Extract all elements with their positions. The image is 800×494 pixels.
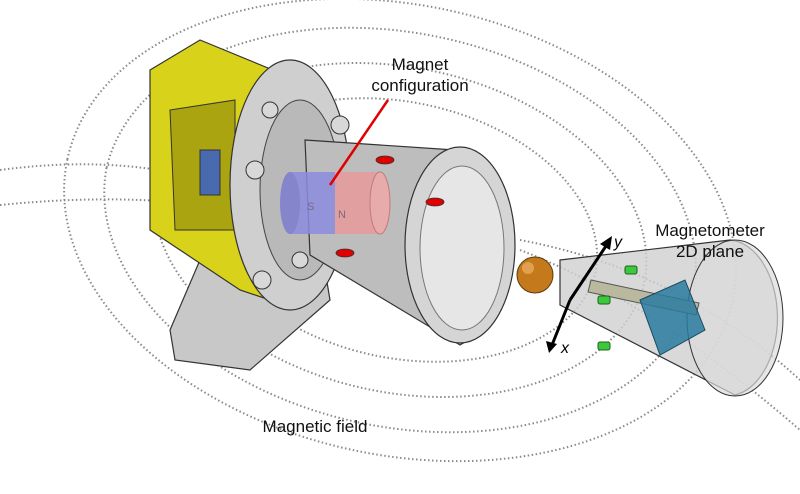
axis-y-label: y	[614, 234, 622, 251]
magnetometer-label: Magnetometer 2D plane	[650, 220, 770, 262]
magnetometer-label-line1: Magnetometer	[655, 221, 765, 240]
magnetic-field-label: Magnetic field	[262, 417, 368, 436]
sensor-plane	[639, 279, 706, 356]
pole-n-label: N	[338, 209, 346, 221]
axes	[546, 236, 612, 353]
magnet-label-line1: Magnet	[391, 55, 449, 74]
leds	[597, 265, 638, 351]
magnet-label-line2: configuration	[371, 76, 469, 95]
pole-s-label: S	[307, 201, 314, 213]
red-markers	[335, 155, 445, 258]
magnet	[280, 171, 391, 235]
magnetometer-label-line2: 2D plane	[675, 242, 745, 261]
orange-sphere	[516, 256, 554, 294]
axis-x-label: x	[561, 340, 569, 357]
bolts	[245, 101, 350, 290]
pointer-line	[328, 99, 390, 186]
magnet-config-label: Magnet configuration	[360, 54, 480, 96]
